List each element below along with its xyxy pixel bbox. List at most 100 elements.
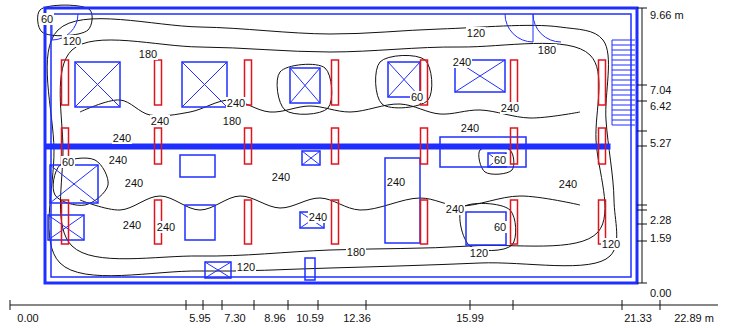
- luminaire: [245, 128, 252, 164]
- isolux-value: 120: [62, 35, 82, 47]
- stair-step: [612, 90, 635, 91]
- dimension-value: 8.96: [264, 312, 285, 324]
- furniture-detail: [290, 68, 320, 103]
- isolux-value: 240: [124, 177, 144, 189]
- isolux-value: 240: [122, 219, 142, 231]
- axis-tick: [637, 210, 647, 211]
- outer-wall: [45, 8, 637, 283]
- luminaire: [511, 200, 518, 244]
- isolux-value: 240: [308, 211, 328, 223]
- axis-tick: [622, 300, 623, 310]
- stair-edge: [612, 40, 613, 125]
- isolux-value: 120: [236, 261, 256, 273]
- dimension-value: 5.95: [189, 312, 210, 324]
- axis-tick: [10, 300, 11, 310]
- furniture: [180, 155, 215, 177]
- isolux-value: 120: [601, 238, 621, 250]
- isolux-value: 180: [537, 44, 557, 56]
- isolux-value: 240: [558, 178, 578, 190]
- stair-step: [612, 80, 635, 81]
- furniture: [75, 62, 120, 107]
- axis-tick: [637, 131, 647, 132]
- furniture-detail: [48, 215, 84, 240]
- stair-step: [612, 100, 635, 101]
- axis-tick: [254, 300, 255, 310]
- furniture: [305, 258, 315, 280]
- stair-step: [612, 70, 635, 71]
- axis-tick: [637, 146, 647, 147]
- furniture-detail: [50, 165, 98, 203]
- furniture-detail: [182, 62, 227, 107]
- luminaire: [62, 200, 69, 244]
- axis-tick: [513, 300, 514, 310]
- luminaire: [332, 128, 339, 164]
- luminaire: [245, 200, 252, 244]
- furniture-detail: [302, 151, 320, 165]
- furniture: [50, 165, 98, 203]
- furniture: [385, 158, 420, 243]
- dimension-value: 12.36: [343, 312, 371, 324]
- stair-step: [612, 60, 635, 61]
- isolux-value: 180: [222, 115, 242, 127]
- isolux-value: 240: [445, 203, 465, 215]
- stair-step: [612, 85, 635, 86]
- axis-tick: [222, 300, 223, 310]
- stair-step: [612, 45, 635, 46]
- isolux-value: 240: [386, 176, 406, 188]
- isolux-value: 240: [460, 122, 480, 134]
- dimension-value: 0.00: [17, 312, 38, 324]
- luminaire: [511, 128, 518, 164]
- isolux-value: 60: [61, 156, 75, 168]
- axis-tick: [637, 241, 647, 242]
- axis-tick: [470, 300, 471, 310]
- stair-step: [612, 50, 635, 51]
- axis-tick: [186, 300, 187, 310]
- isolux-value: 60: [493, 154, 507, 166]
- dimension-value: 2.28: [650, 214, 671, 226]
- isolux-line: [277, 64, 332, 114]
- isolux-value: 180: [138, 48, 158, 60]
- furniture: [302, 151, 320, 165]
- isolux-value: 180: [346, 246, 366, 258]
- furniture-detail: [182, 62, 227, 107]
- isolux-value: 240: [271, 171, 291, 183]
- isolux-value: 60: [40, 13, 54, 25]
- dimension-value: 9.66 m: [650, 9, 684, 21]
- isolux-value: 120: [469, 247, 489, 259]
- luminaire: [332, 200, 339, 244]
- furniture-detail: [50, 165, 98, 203]
- axis-tick: [637, 283, 647, 284]
- luminaire: [421, 128, 428, 164]
- isolux-value: 240: [156, 221, 176, 233]
- isolux-value: 240: [226, 97, 246, 109]
- dimension-value: 6.42: [650, 100, 671, 112]
- dimension-value: 21.33: [624, 312, 652, 324]
- axis-tick: [637, 8, 647, 9]
- luminaire: [155, 60, 162, 105]
- door-symbol: [505, 14, 561, 42]
- isolux-line: [376, 55, 432, 107]
- isolux-value: 60: [493, 221, 507, 233]
- dimension-value: 1.59: [650, 232, 671, 244]
- isolux-value: 240: [150, 115, 170, 127]
- stair-step: [612, 95, 635, 96]
- furniture: [48, 215, 84, 240]
- isolux-line: [460, 203, 516, 250]
- dimension-value: 22.89 m: [674, 312, 714, 324]
- furniture: [185, 205, 215, 240]
- dimension-value: 7.30: [224, 312, 245, 324]
- stair-step: [612, 120, 635, 121]
- furniture-detail: [48, 215, 84, 240]
- isolux-line: [479, 147, 514, 175]
- furniture-detail: [205, 262, 231, 278]
- furniture: [182, 62, 227, 107]
- luminaire: [62, 60, 69, 105]
- luminaire: [421, 200, 428, 244]
- dimension-value: 5.27: [650, 137, 671, 149]
- dimension-value: 7.04: [650, 84, 671, 96]
- luminaire: [155, 128, 162, 164]
- axis-tick: [318, 300, 319, 310]
- axis-tick: [637, 205, 647, 206]
- furniture-detail: [205, 262, 231, 278]
